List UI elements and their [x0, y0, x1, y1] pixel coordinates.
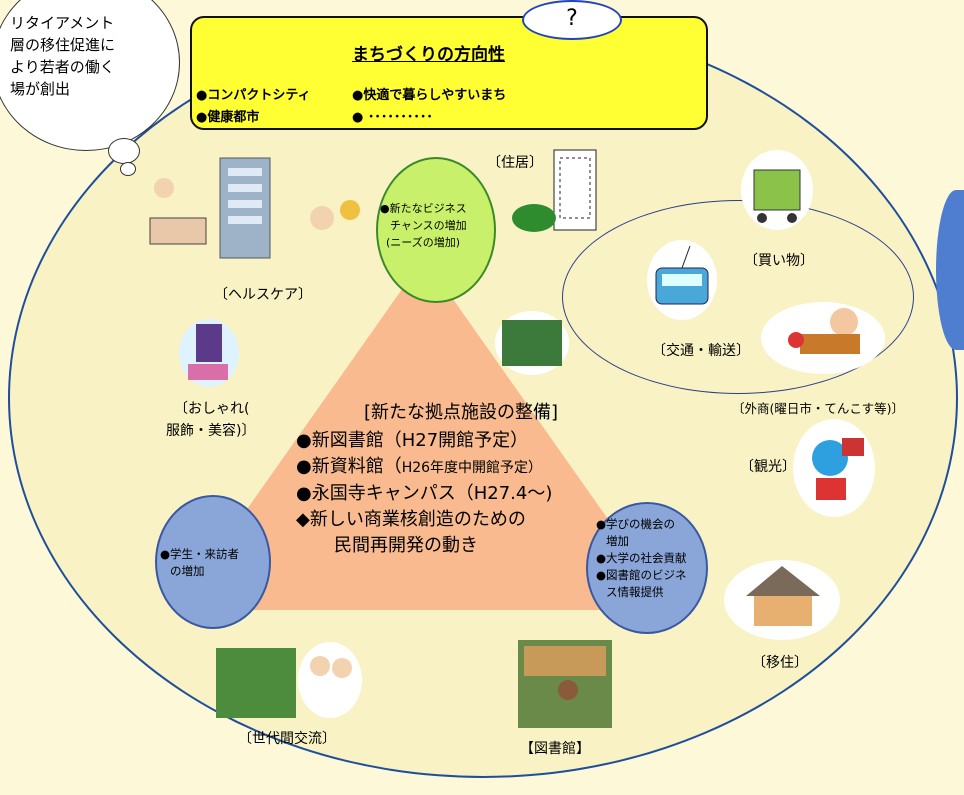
- label-tourism: 〔観光〕: [740, 459, 796, 475]
- learning-oval: [586, 502, 708, 634]
- healthcare-illustration-icon: [149, 157, 360, 259]
- oval-line: の増加: [170, 564, 205, 578]
- business-oval: [376, 157, 496, 303]
- label-fashion: 〔おしゃれ(: [174, 401, 250, 417]
- center-item-redevelop-cont: 民間再開発の動き: [334, 535, 478, 556]
- thought-bubble: [0, 0, 180, 151]
- label-migration: 〔移住〕: [752, 655, 808, 671]
- street-market-icon: [761, 302, 885, 374]
- thought-line: 層の移住促進に: [10, 36, 116, 54]
- visitors-oval-text: ●学生・来訪者 の増加: [160, 546, 266, 580]
- oval-line: ●学生・来訪者: [160, 547, 240, 561]
- thought-line: 場が創出: [10, 80, 71, 98]
- oval-line: チャンスの増加: [390, 219, 467, 232]
- oval-line: (ニーズの増加): [386, 236, 461, 249]
- label-library: 【図書館】: [520, 741, 590, 757]
- oval-line: ●図書館のビジネ: [596, 568, 687, 582]
- center-item-archive-main: ●新資料館（: [296, 456, 402, 477]
- center-item-archive: ●新資料館（H26年度中開館予定）: [296, 454, 626, 481]
- question-mark: ?: [522, 0, 622, 40]
- oval-line: ●新たなビジネス: [380, 202, 467, 215]
- tram-icon: [647, 240, 717, 320]
- thought-dot-small: [120, 162, 136, 176]
- banner-item: ● ･･････････: [352, 110, 433, 125]
- banner-item: ●コンパクトシティ: [196, 88, 311, 103]
- center-item-redevelop: ◆新しい商業核創造のための: [296, 509, 526, 530]
- house-icon: [724, 560, 840, 640]
- label-market: 〔外商(曜日市・てんこす等)〕: [732, 401, 905, 416]
- tourism-mascot-icon: [793, 419, 875, 517]
- learning-oval-text: ●学びの機会の 増加 ●大学の社会貢献 ●図書館のビジネ ス情報提供: [596, 516, 704, 601]
- thought-dot-large: [108, 138, 140, 164]
- label-transport: 〔交通・輸送〕: [652, 343, 750, 359]
- oval-line: ●大学の社会貢献: [596, 551, 687, 565]
- oval-line: ●学びの機会の: [596, 517, 676, 531]
- center-title: [新たな拠点施設の整備]: [363, 402, 559, 423]
- shopping-cart-icon: [741, 150, 813, 230]
- fashion-illustration-icon: [179, 319, 239, 387]
- business-oval-text: ●新たなビジネス チャンスの増加 (ニーズの増加): [380, 200, 492, 251]
- center-item-library: ●新図書館（H27開館予定）: [296, 430, 529, 451]
- center-item-archive-note: H26年度中開館予定）: [401, 460, 543, 476]
- cycle-arrow-icon: [936, 190, 964, 350]
- banner-item: ●健康都市: [196, 110, 260, 125]
- route-ellipse: [562, 200, 914, 394]
- label-shopping: 〔買い物〕: [744, 253, 814, 269]
- banner-title: まちづくりの方向性: [352, 45, 505, 65]
- thought-bubble-text: リタイアメント 層の移住促進に より若者の働く 場が創出: [10, 12, 170, 100]
- library-illustration-icon: [518, 640, 612, 728]
- generations-illustration-icon: [216, 642, 362, 718]
- label-housing: 〔住居〕: [487, 155, 543, 171]
- thought-line: より若者の働く: [10, 58, 115, 76]
- banner-item: ●快適で暮らしやすいまち: [352, 88, 507, 103]
- oval-line: 増加: [606, 534, 629, 548]
- thought-line: リタイアメント: [10, 14, 115, 32]
- center-item-campus: ●永国寺キャンパス（H27.4～): [296, 483, 553, 504]
- label-healthcare: 〔ヘルスケア〕: [214, 287, 312, 303]
- housing-illustration-icon: [512, 149, 597, 232]
- label-generations: 〔世代間交流〕: [238, 731, 336, 747]
- label-fashion-detail: 服飾・美容)〕: [166, 423, 256, 439]
- visitors-oval: [155, 495, 271, 629]
- open-book-icon: [495, 311, 569, 375]
- direction-banner: [190, 16, 708, 130]
- oval-line: ス情報提供: [606, 585, 664, 599]
- center-text: [新たな拠点施設の整備] ●新図書館（H27開館予定） ●新資料館（H26年度中…: [296, 400, 626, 559]
